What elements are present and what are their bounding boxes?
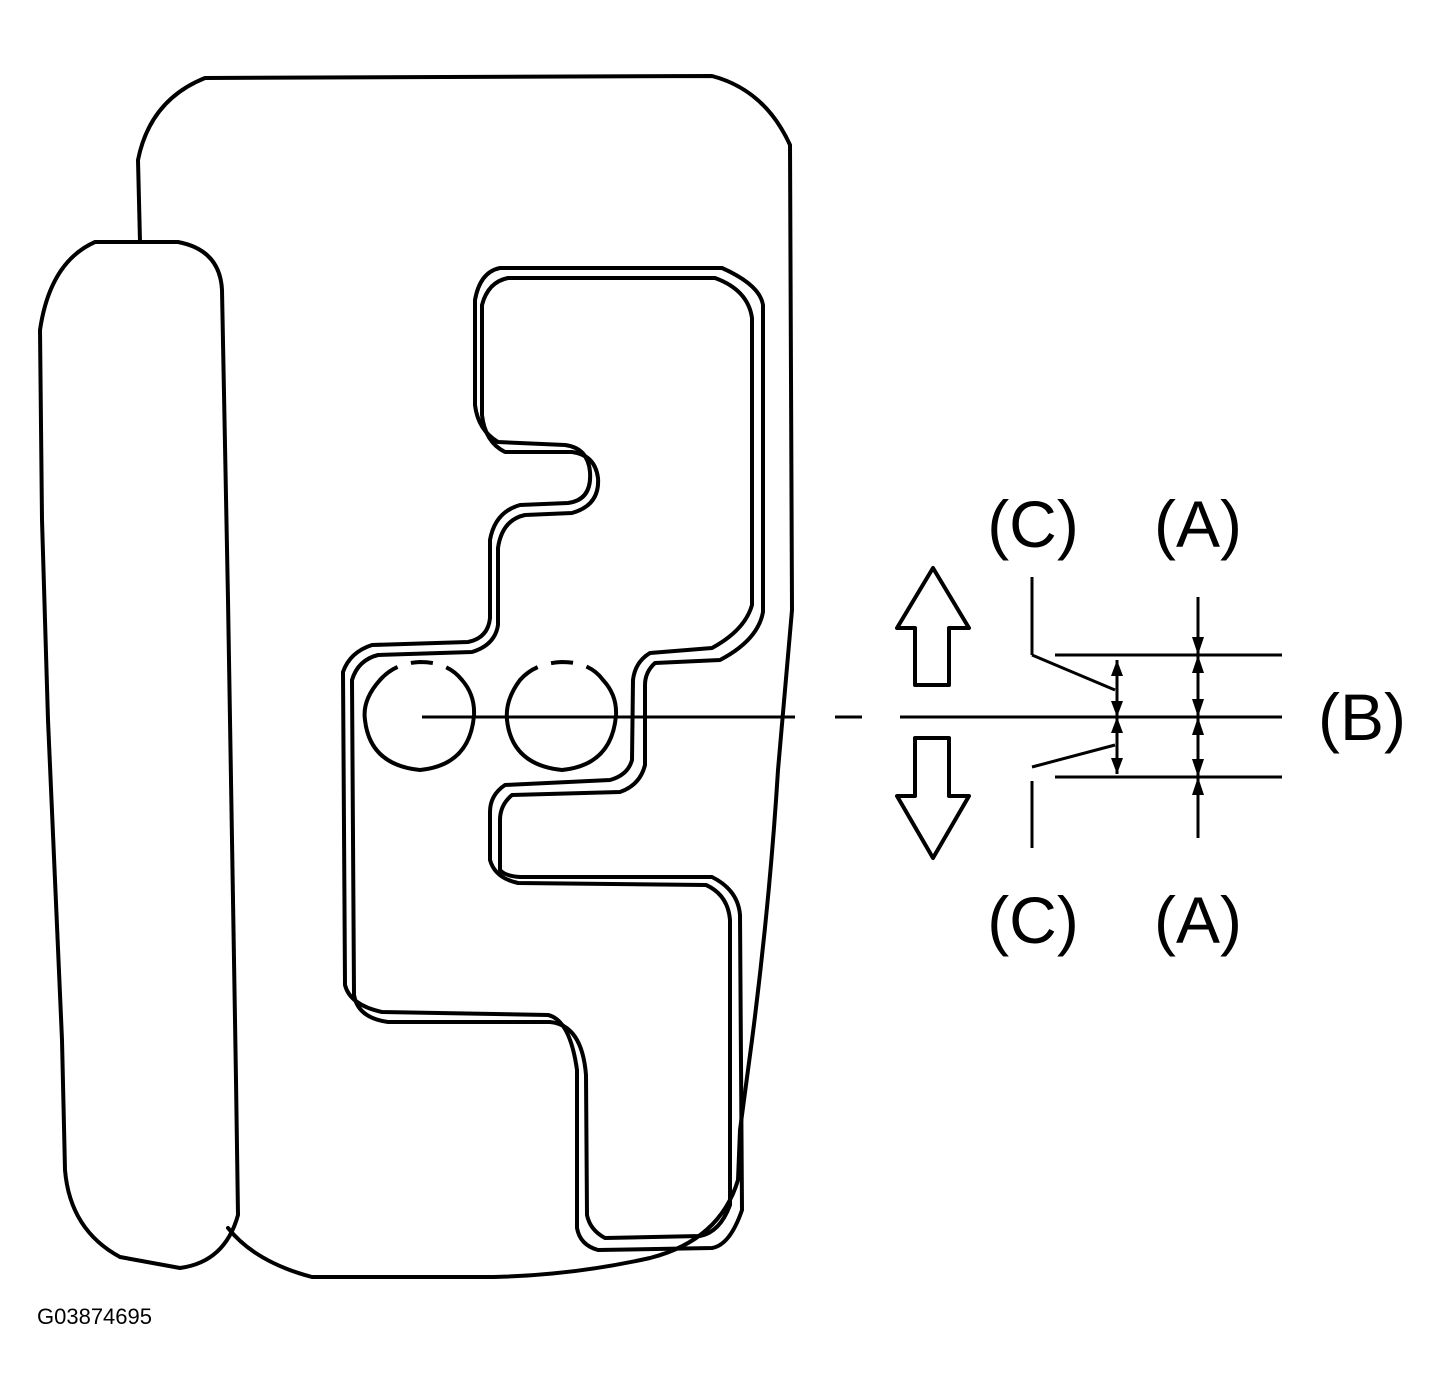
detent-hole-left	[362, 659, 477, 772]
callout-c-top: (C)	[987, 487, 1079, 561]
callout-c-bottom: (C)	[987, 883, 1079, 957]
slot-channel-outer	[341, 266, 765, 1252]
figure-code: G03874695	[37, 1304, 152, 1329]
tolerance-diagram	[1030, 577, 1282, 848]
detent-hole-right	[504, 659, 619, 772]
slot-channel-inner	[350, 276, 754, 1240]
callout-a-bottom: (A)	[1154, 883, 1242, 957]
body-outline	[136, 74, 794, 1280]
grip-pad	[38, 240, 240, 1270]
move-down-arrow-icon	[895, 736, 971, 860]
callout-b: (B)	[1318, 680, 1406, 754]
move-up-arrow-icon	[895, 566, 971, 687]
callout-a-top: (A)	[1154, 487, 1242, 561]
